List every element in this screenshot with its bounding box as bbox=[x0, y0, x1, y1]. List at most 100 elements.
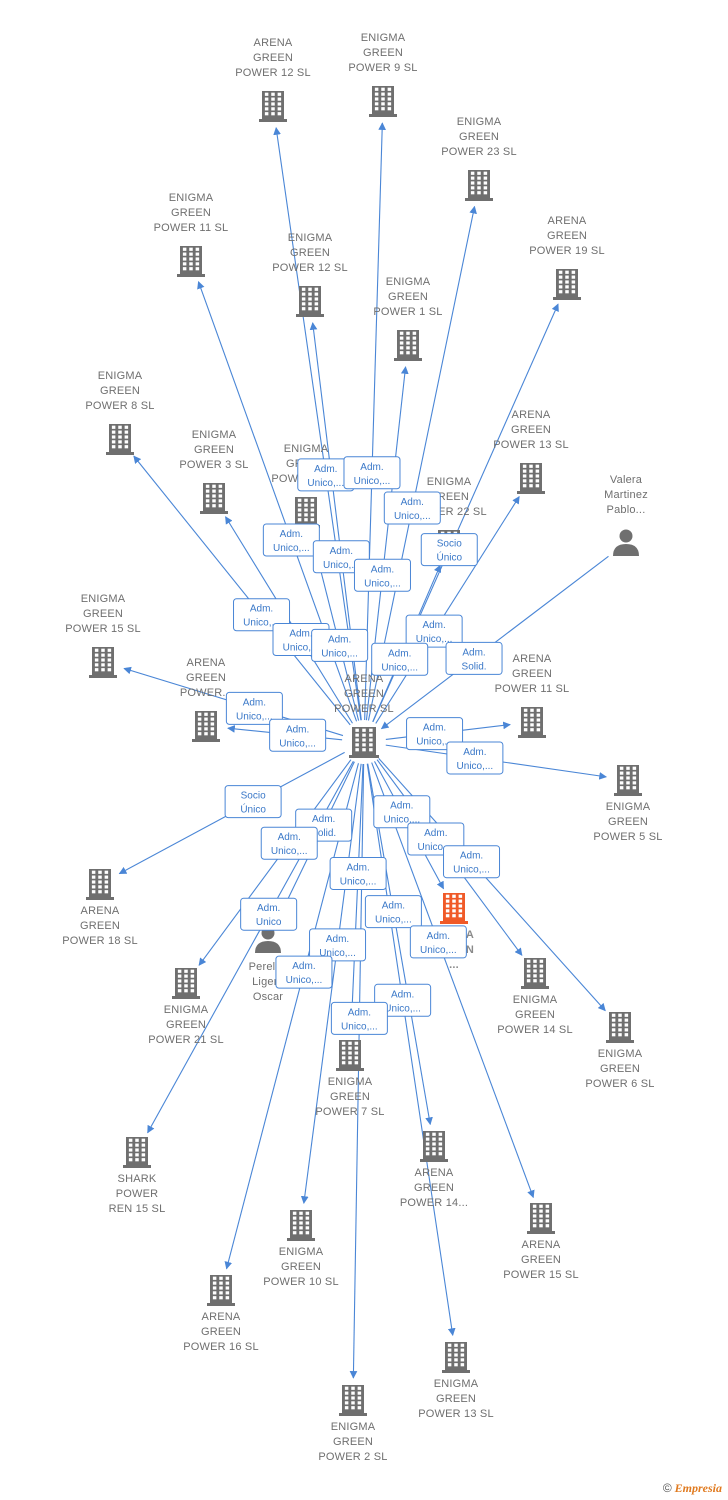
node-label: POWER 13 SL bbox=[418, 1408, 494, 1420]
relation-label[interactable]: Adm.Unico,... bbox=[443, 845, 501, 879]
brand-logo[interactable]: Empresia bbox=[674, 1481, 722, 1495]
relation-label-text: Adm. bbox=[286, 724, 309, 735]
relation-label[interactable]: Adm.Unico,... bbox=[330, 1001, 388, 1035]
node-label: Pablo... bbox=[607, 504, 646, 516]
relation-label-text: Unico,... bbox=[381, 662, 418, 673]
relation-label[interactable]: Adm.Unico,... bbox=[309, 928, 367, 962]
node-label: GREEN bbox=[186, 672, 226, 684]
relation-label-box bbox=[233, 598, 291, 632]
relation-label[interactable]: Adm.Unico,... bbox=[329, 856, 387, 890]
relation-label-box bbox=[330, 1001, 388, 1035]
relation-label[interactable]: Adm.Unico,... bbox=[260, 826, 318, 860]
relation-label[interactable]: Adm.Unico,... bbox=[353, 558, 411, 592]
node-label: GREEN bbox=[253, 52, 293, 64]
relation-label[interactable]: Adm.Unico,... bbox=[373, 795, 431, 829]
relation-label[interactable]: Adm.Unico,... bbox=[409, 925, 467, 959]
relation-label[interactable]: Adm.Unico,... bbox=[364, 895, 422, 929]
relation-label[interactable]: Adm.Unico,... bbox=[383, 491, 441, 525]
relation-label-box bbox=[405, 614, 463, 648]
relation-label-text: Adm. bbox=[423, 723, 446, 734]
relation-label[interactable]: Adm.Solid. bbox=[445, 641, 503, 675]
relation-label[interactable]: Adm.Unico,... bbox=[269, 718, 327, 752]
relation-label[interactable]: Adm.Unico,... bbox=[406, 717, 464, 751]
relation-label[interactable]: Adm.Unico,... bbox=[262, 523, 320, 557]
building-icon bbox=[553, 269, 581, 300]
node-label: ENIGMA bbox=[361, 32, 406, 44]
relation-label[interactable]: Adm.Unico,... bbox=[225, 691, 283, 725]
node-label: POWER... bbox=[180, 687, 232, 699]
node-label: POWER 1 SL bbox=[373, 306, 442, 318]
relation-label-text: Unico,... bbox=[243, 618, 280, 629]
relation-label-text: Adm. bbox=[390, 801, 413, 812]
relation-label[interactable]: Adm.Unico,... bbox=[374, 983, 432, 1017]
relation-label-text: Unico,... bbox=[273, 543, 310, 554]
relation-label-text: Solid. bbox=[311, 828, 336, 839]
node-label: POWER 6 SL bbox=[585, 1078, 654, 1090]
relation-label[interactable]: Adm.Unico,... bbox=[343, 456, 401, 490]
graph-node[interactable]: ARENAGREENPOWER... bbox=[180, 657, 232, 742]
relation-label[interactable]: Adm.Unico,... bbox=[275, 955, 333, 989]
building-icon bbox=[177, 246, 205, 277]
relation-label[interactable]: Adm.Unico,... bbox=[446, 741, 504, 775]
node-label: ARENA bbox=[202, 1311, 241, 1323]
relation-label-text: Adm. bbox=[388, 648, 411, 659]
node-label: ENIGMA bbox=[598, 1048, 643, 1060]
node-label: GREEN bbox=[171, 207, 211, 219]
relation-label[interactable]: Adm.Unico bbox=[240, 897, 298, 931]
node-label: ENIGMA bbox=[513, 994, 558, 1006]
relation-label-text: Adm. bbox=[243, 697, 266, 708]
node-label: POWER 21 SL bbox=[148, 1034, 224, 1046]
node-label: POWER 14 SL bbox=[497, 1024, 573, 1036]
node-label: GREEN bbox=[459, 131, 499, 143]
relation-label[interactable]: Adm. Unico,... bbox=[371, 642, 429, 676]
relation-label-text: Unico,... bbox=[420, 945, 457, 956]
relation-label[interactable]: Adm.Unico,... bbox=[405, 614, 463, 648]
relation-label[interactable]: Adm.Unico,... bbox=[311, 628, 369, 662]
node-label: GREEN bbox=[80, 920, 120, 932]
building-icon bbox=[89, 647, 117, 678]
edge-center-n1 bbox=[273, 127, 362, 721]
relation-label-text: Unico,... bbox=[417, 842, 454, 853]
edge-center-n11 bbox=[375, 495, 520, 724]
relation-label[interactable]: Adm. Unico,... bbox=[233, 598, 291, 632]
graph-node[interactable]: ValeraMartinezPablo... bbox=[604, 474, 648, 556]
building-icon bbox=[420, 1131, 448, 1162]
node-label: GREEN bbox=[333, 1436, 373, 1448]
node-label: GREEN bbox=[363, 47, 403, 59]
edge-center-n8 bbox=[133, 455, 351, 726]
relation-label-text: Adm. bbox=[250, 604, 273, 615]
node-label: ARENA bbox=[345, 673, 384, 685]
relation-label-box bbox=[383, 491, 441, 525]
node-label: ENIGMA bbox=[81, 593, 126, 605]
relation-label-text: Adm. bbox=[328, 634, 351, 645]
node-label: POWER bbox=[116, 1188, 159, 1200]
